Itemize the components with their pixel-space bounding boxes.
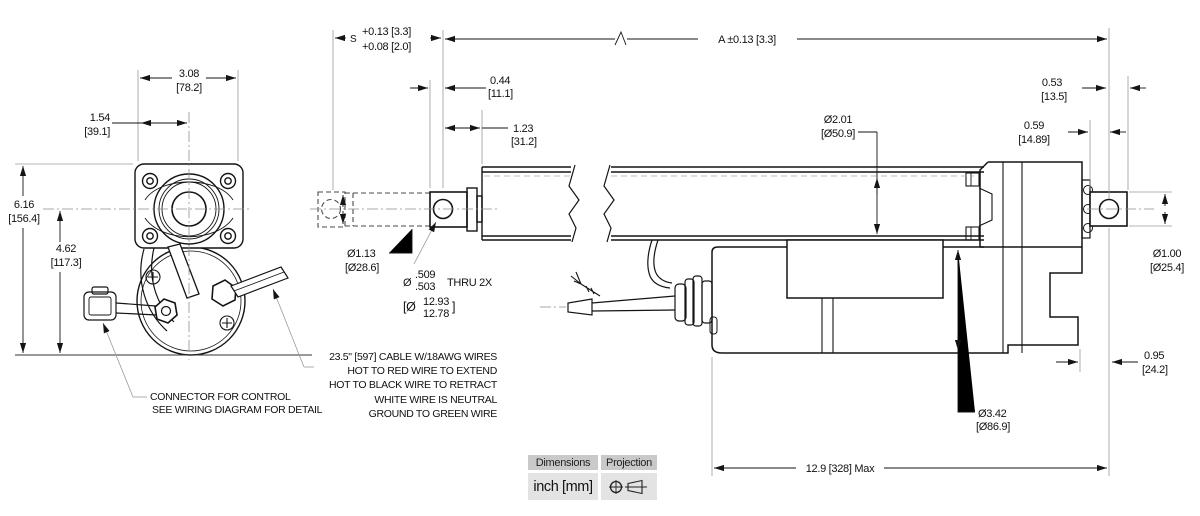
motor-assembly: [709, 239, 984, 354]
dim-rod-end-offset-in: 0.44: [490, 75, 510, 87]
dim-rod-dia-in: Ø1.13: [347, 248, 376, 260]
dim-rear-foot-mm: [24.2]: [1142, 364, 1168, 376]
dim-rear-foot-in: 0.95: [1144, 350, 1164, 362]
wire-harness: [567, 239, 676, 316]
legend-dimensions-header: Dimensions: [528, 455, 598, 470]
legend-units-value: inch [mm]: [528, 473, 598, 500]
cable-note: 23.5" [597] CABLE W/18AWG WIRES HOT TO R…: [329, 351, 498, 420]
cable-note-line3: HOT TO BLACK WIRE TO RETRACT: [329, 379, 498, 391]
connector-note-line2: SEE WIRING DIAGRAM FOR DETAIL: [152, 404, 323, 416]
power-cable: [230, 266, 289, 298]
hole-mm-open: [Ø: [403, 300, 416, 314]
dim-rear-hole-to-end-in: 0.53: [1042, 77, 1062, 89]
dim-flange-width-mm: [78.2]: [176, 82, 202, 94]
flange-screws: [141, 172, 237, 245]
front-view: [83, 163, 289, 356]
legend-projection-symbol-cell: [601, 473, 657, 500]
dim-centerline-height-in: 4.62: [56, 243, 76, 255]
cable-note-line2: HOT TO RED WIRE TO EXTEND: [347, 365, 497, 377]
dim-rod-end-depth-in: 1.23: [513, 123, 533, 135]
left-cable-gland: [154, 298, 178, 324]
dim-stroke-upper: +0.13 [3.3]: [362, 26, 411, 38]
dim-flange-width-in: 3.08: [179, 68, 199, 80]
side-centerlines: [310, 175, 1154, 308]
motor-raised-block: [786, 239, 944, 299]
hole-mm-lower: 12.78: [423, 308, 449, 320]
side-dimensions: S +0.13 [3.3] +0.08 [2.0] A ±0.13 [3.3] …: [272, 26, 1185, 476]
mount-hole-callout: Ø .509 .503 THRU 2X [Ø 12.93 12.78 ]: [403, 269, 493, 320]
dim-rear-clevis-dia-in: Ø1.00: [1153, 248, 1182, 260]
hole-in-lower: .503: [415, 281, 435, 293]
break-line-right: [603, 164, 615, 243]
dim-rear-face-to-hole-in: 0.59: [1024, 120, 1044, 132]
dim-rear-clevis-dia-mm: [Ø25.4]: [1150, 262, 1184, 274]
dim-rear-face-to-hole-mm: [14.89]: [1018, 134, 1050, 146]
dim-rear-hole-to-end-mm: [13.5]: [1041, 91, 1067, 103]
tube-front-segment: [481, 164, 580, 243]
motor-screws: [145, 269, 235, 331]
clamp-strap: [167, 243, 200, 299]
front-clevis: [429, 187, 483, 232]
dim-bolt-offset-in: 1.54: [90, 112, 110, 124]
break-line-left: [568, 164, 580, 243]
dim-rod-end-offset-mm: [11.1]: [488, 88, 513, 100]
dim-bolt-offset-mm: [39.1]: [84, 126, 110, 138]
dim-retracted-length: A ±0.13 [3.3]: [718, 34, 776, 46]
dim-overall-height-in: 6.16: [14, 199, 34, 211]
dim-rod-end-depth-mm: [31.2]: [511, 136, 537, 148]
dim-overall-height-mm: [156.4]: [8, 213, 40, 225]
hole-in-upper: .509: [415, 269, 435, 281]
motor-cable-gland: [674, 275, 713, 327]
cable-note-line4: WHITE WIRE IS NEUTRAL: [374, 394, 497, 406]
legend-table: Dimensions Projection inch [mm]: [528, 455, 657, 500]
legend-projection-header: Projection: [601, 455, 657, 470]
cable-note-line5: GROUND TO GREEN WIRE: [369, 408, 498, 420]
dim-overall-length: 12.9 [328] Max: [806, 463, 875, 475]
dim-rod-dia-mm: [Ø28.6]: [345, 262, 379, 274]
cable-note-line1: 23.5" [597] CABLE W/18AWG WIRES: [329, 351, 497, 363]
dim-motor-dia-in: Ø3.42: [978, 408, 1007, 420]
dim-stroke-lower: +0.08 [2.0]: [362, 41, 411, 53]
hole-mm-close: ]: [452, 300, 455, 314]
hole-mm-upper: 12.93: [423, 296, 449, 308]
dim-tube-dia-mm: [Ø50.9]: [821, 128, 855, 140]
connector-note-line1: CONNECTOR FOR CONTROL: [150, 391, 291, 403]
dim-tube-dia-in: Ø2.01: [824, 114, 853, 126]
right-cable-gland: [211, 279, 237, 307]
side-view: [317, 161, 1128, 354]
dim-centerline-height-mm: [117.3]: [51, 257, 82, 269]
hole-thru: THRU 2X: [447, 277, 493, 289]
extended-rod-phantom: [317, 191, 430, 228]
tube-rear-segment: [603, 164, 993, 243]
wire-end: [570, 271, 601, 297]
gearbox-housing: [979, 161, 1093, 354]
dim-motor-dia-mm: [Ø86.9]: [976, 421, 1010, 433]
harness-connector: [567, 298, 593, 316]
rear-clevis-hole: [1098, 198, 1120, 220]
hole-dia-symbol: Ø: [403, 277, 412, 289]
control-connector: [83, 286, 117, 321]
third-angle-projection-icon: [609, 479, 647, 494]
front-centerlines: [43, 112, 252, 360]
front-dimensions: 3.08 [78.2] 1.54 [39.1] 6.16 [156.4] 4.6…: [8, 68, 323, 416]
dim-stroke-symbol: S: [350, 34, 357, 45]
